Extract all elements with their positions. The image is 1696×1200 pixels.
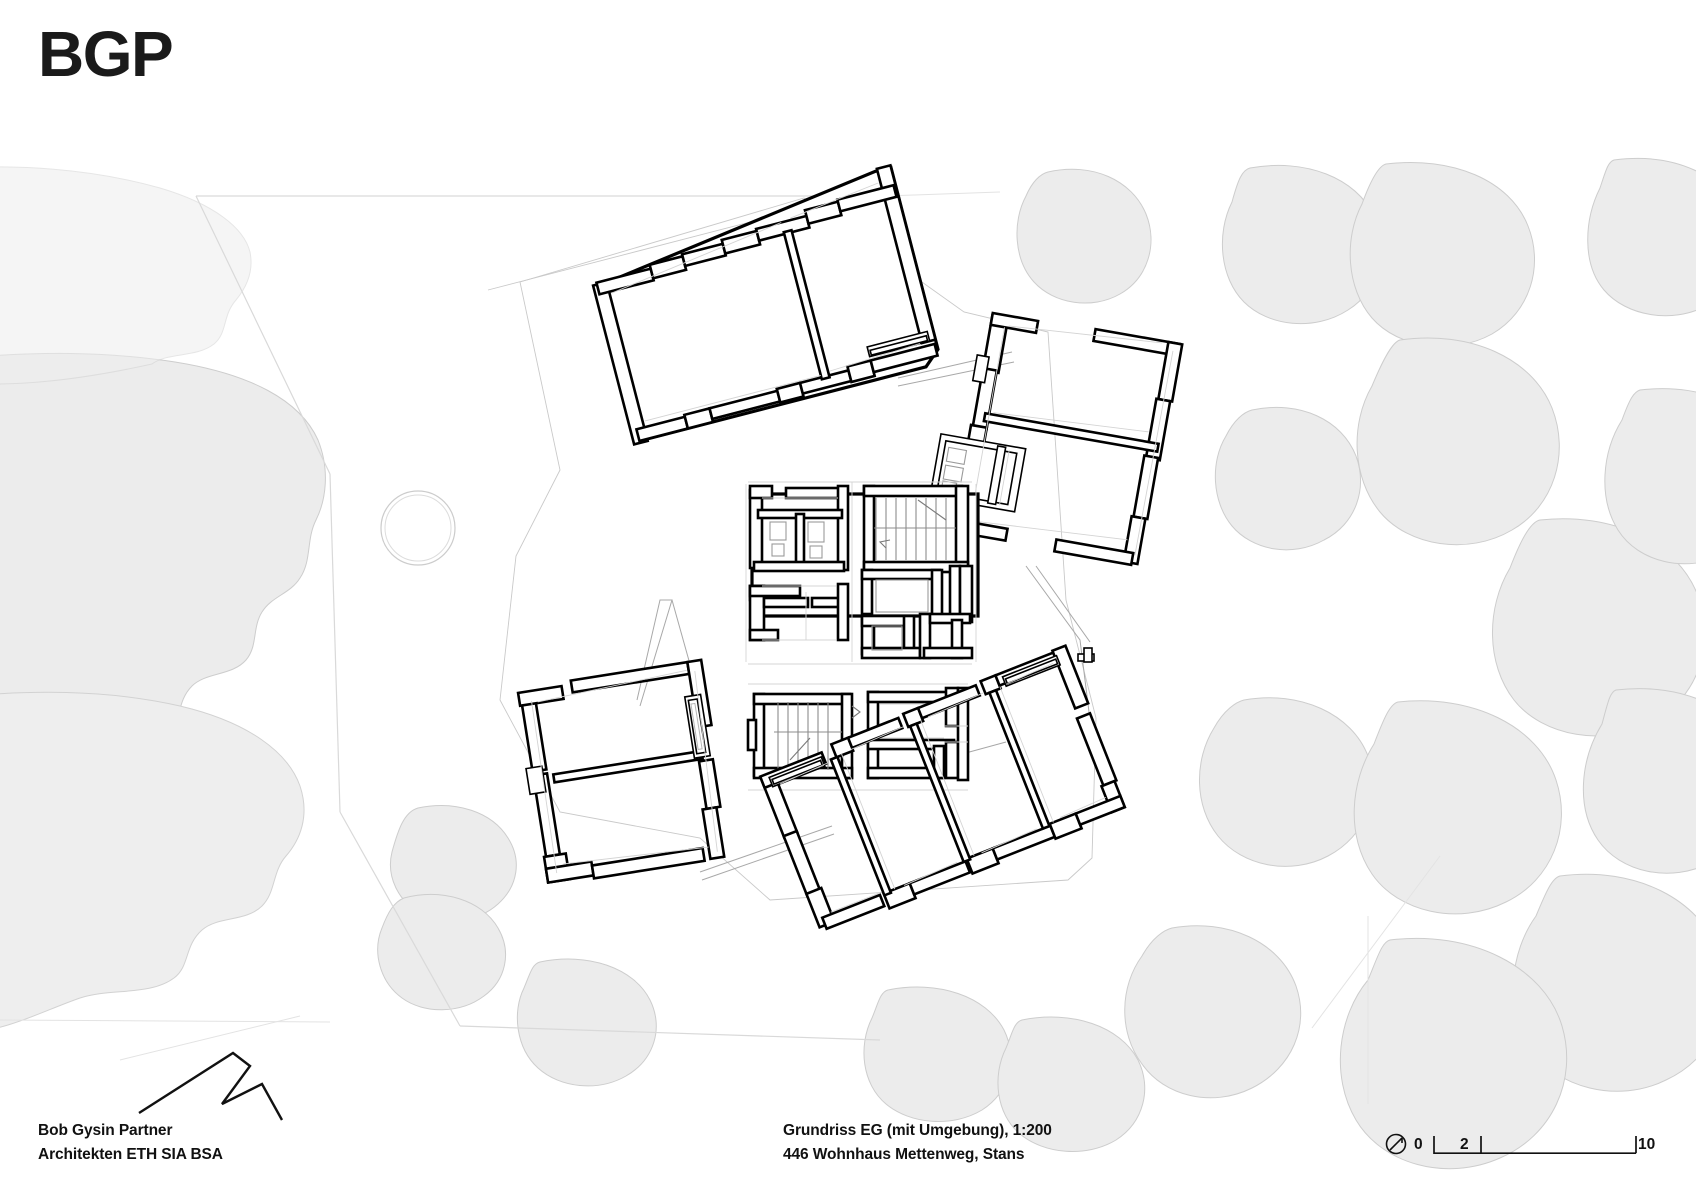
scale-label-2: 2 xyxy=(1460,1136,1469,1153)
north-west-wing xyxy=(591,163,940,446)
scale-circle-icon xyxy=(1385,1133,1407,1155)
stair-treads-lower xyxy=(774,702,861,770)
office-name: Bob Gysin Partner xyxy=(38,1122,173,1139)
core-bathrooms xyxy=(748,484,850,573)
office-qualification: Architekten ETH SIA BSA xyxy=(38,1145,223,1163)
scale-bar: 0 2 10 xyxy=(1385,1128,1665,1168)
scale-label-10: 10 xyxy=(1638,1136,1656,1153)
drawing-title-block: Grundriss EG (mit Umgebung), 1:200 446 W… xyxy=(783,1119,1052,1166)
core-rooms-left xyxy=(748,582,850,642)
bgp-logo: BGP xyxy=(38,18,174,90)
neighbour-roof-outline xyxy=(119,1015,301,1121)
south-east-wing xyxy=(758,643,1127,931)
project-title: 446 Wohnhaus Mettenweg, Stans xyxy=(783,1145,1025,1163)
circular-planter xyxy=(380,490,456,566)
core-rooms-upper xyxy=(860,564,974,660)
scale-ticks xyxy=(1433,1136,1637,1155)
scale-bar-graphic xyxy=(1385,1133,1637,1155)
office-credit: Bob Gysin Partner Architekten ETH SIA BS… xyxy=(38,1119,223,1166)
south-west-wing xyxy=(516,658,726,885)
misc-detail xyxy=(1077,647,1095,663)
scale-label-0: 0 xyxy=(1414,1136,1423,1153)
north-east-wing xyxy=(928,311,1184,567)
tree-canopies xyxy=(0,158,1696,1170)
central-core-upper xyxy=(745,481,980,665)
site-boundary-lines xyxy=(0,191,1441,1104)
drawing-title: Grundriss EG (mit Umgebung), 1:200 xyxy=(783,1122,1052,1139)
stair-treads xyxy=(874,498,956,560)
